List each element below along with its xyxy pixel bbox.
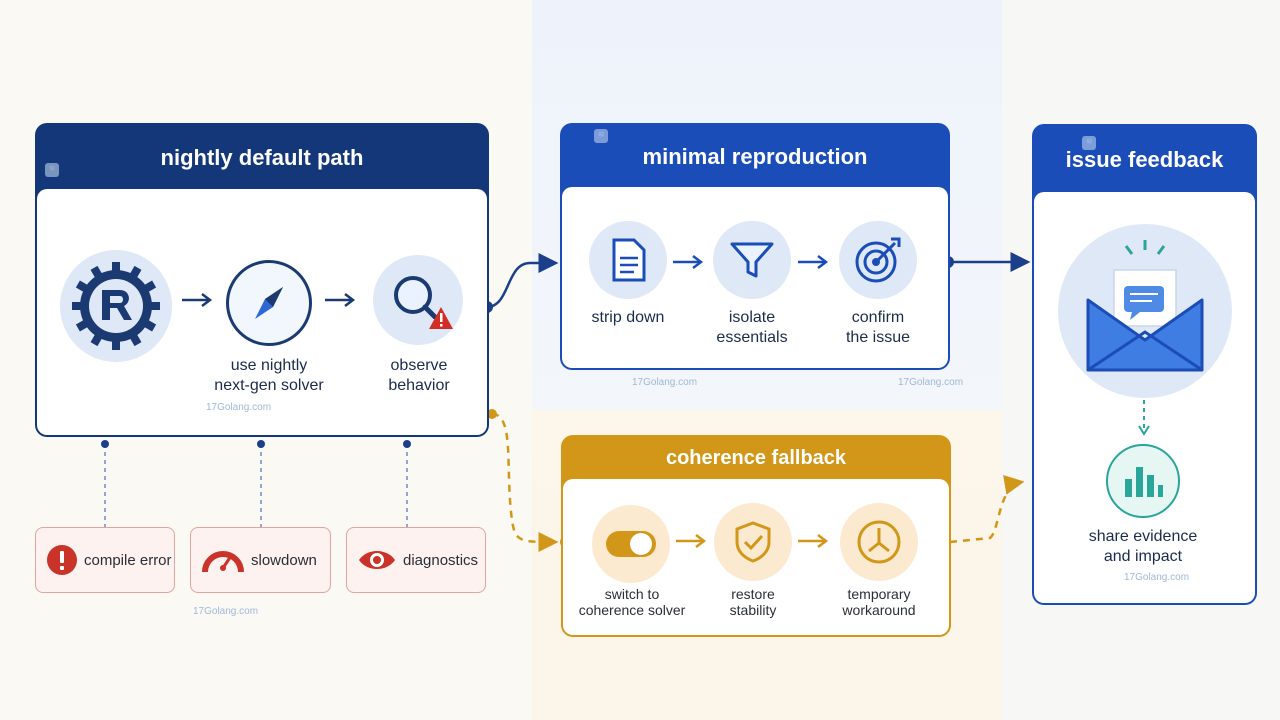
label-line: behavior — [388, 377, 450, 394]
watermark-text: 17Golang.com — [898, 377, 964, 388]
label-line: restore — [731, 586, 775, 602]
step-label-isolate: isolate essentials — [702, 308, 802, 348]
step-label-confirm: confirm the issue — [828, 308, 928, 348]
bar-chart-icon — [1106, 444, 1180, 518]
label-line: essentials — [716, 329, 788, 346]
step-label-observe: observe behavior — [360, 356, 478, 396]
label-line: and impact — [1103, 548, 1183, 565]
watermark-logo: 坤 — [594, 129, 608, 143]
rust-logo-icon — [60, 250, 172, 362]
label-line: observe — [390, 357, 448, 374]
arrow-icon — [180, 290, 214, 310]
eye-icon — [357, 546, 397, 574]
label-line: strip down — [591, 309, 665, 326]
shield-check-icon — [714, 503, 792, 581]
step-label-temporary: temporary workaround — [829, 586, 929, 618]
watermark-logo: 坤 — [1082, 136, 1096, 150]
outcome-label: compile error — [84, 551, 172, 569]
step-label-use-nightly: use nightly next-gen solver — [196, 356, 342, 396]
panel-title: nightly default path — [160, 145, 364, 170]
arrow-icon — [796, 252, 830, 272]
label-line: confirm — [851, 309, 905, 326]
funnel-icon — [713, 221, 791, 299]
label-line: workaround — [842, 602, 916, 618]
toggle-icon — [592, 505, 670, 583]
step-label-switch: switch to coherence solver — [571, 586, 693, 618]
magnifier-warning-icon — [373, 255, 463, 345]
label-line: stability — [729, 602, 777, 618]
clock-icon — [840, 503, 918, 581]
connector-fallback-to-feedback — [949, 475, 1025, 544]
connector-nightly-to-fallback — [491, 412, 559, 552]
speedometer-icon — [201, 542, 245, 578]
panel-title: issue feedback — [1065, 147, 1224, 172]
step-label-restore: restore stability — [703, 586, 803, 618]
arrow-icon — [671, 252, 705, 272]
watermark-text: 17Golang.com — [1124, 572, 1190, 583]
label-line: temporary — [847, 586, 911, 602]
label-line: use nightly — [230, 357, 308, 374]
step-label-strip-down: strip down — [578, 308, 678, 328]
label-line: next-gen solver — [214, 377, 324, 394]
document-icon — [589, 221, 667, 299]
outcome-compile-error: compile error — [35, 527, 175, 593]
mail-icon — [1058, 224, 1232, 398]
watermark-text: 17Golang.com — [193, 606, 259, 617]
watermark-logo: 坤 — [45, 163, 59, 177]
arrow-icon — [796, 531, 830, 551]
outcome-slowdown: slowdown — [190, 527, 331, 593]
connector-nightly-to-repro — [486, 253, 559, 309]
target-icon — [839, 221, 917, 299]
watermark-text: 17Golang.com — [206, 402, 272, 413]
outcome-label: diagnostics — [403, 551, 479, 569]
label-line: switch to — [604, 586, 660, 602]
arrow-icon — [323, 290, 357, 310]
compass-icon — [226, 260, 312, 346]
label-line: the issue — [845, 329, 911, 346]
panel-title: minimal reproduction — [642, 144, 868, 169]
exclamation-icon — [46, 544, 78, 576]
step-label-share-evidence: share evidence and impact — [1072, 527, 1214, 567]
outcome-diagnostics: diagnostics — [346, 527, 486, 593]
arrow-icon — [674, 531, 708, 551]
label-line: share evidence — [1088, 528, 1198, 545]
watermark-text: 17Golang.com — [632, 377, 698, 388]
label-line: isolate — [728, 309, 776, 326]
down-arrow-icon — [1134, 398, 1154, 438]
panel-title: coherence fallback — [665, 447, 847, 469]
outcome-label: slowdown — [251, 551, 317, 569]
label-line: coherence solver — [578, 602, 686, 618]
